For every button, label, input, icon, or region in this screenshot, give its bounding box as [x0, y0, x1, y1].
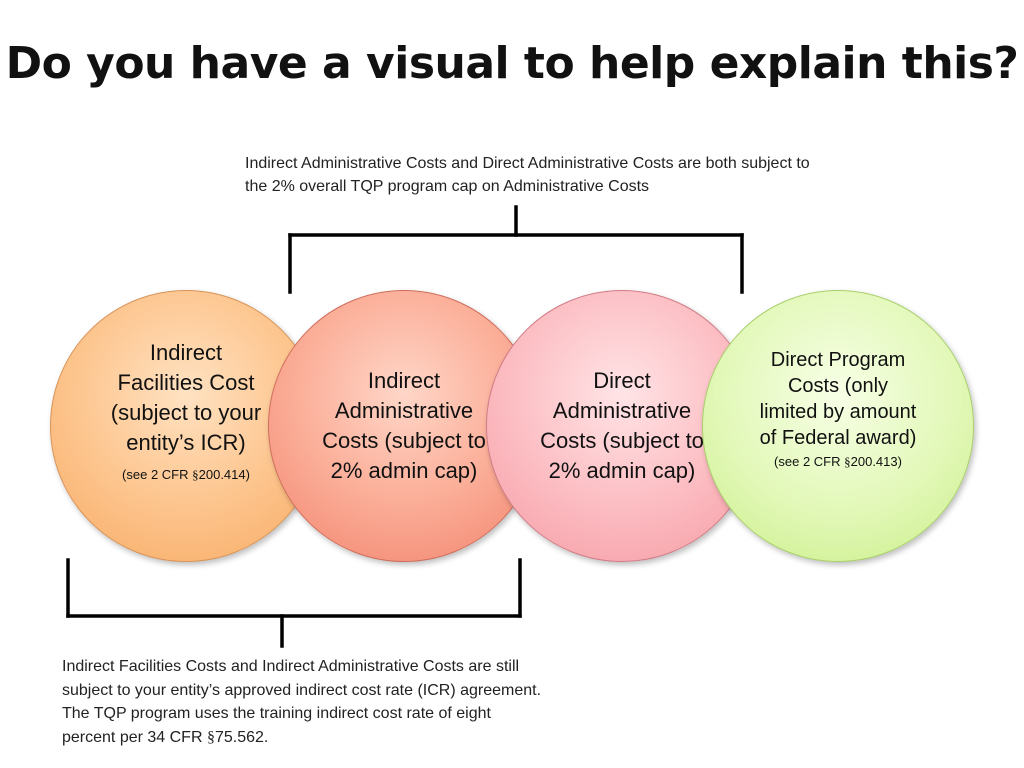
cfr-reference: (see 2 CFR §200.414) [122, 467, 250, 482]
circle-label: Direct Administrative Costs (subject to … [540, 368, 704, 483]
circle-direct-administrative-costs: Direct Administrative Costs (subject to … [486, 290, 758, 562]
circle-label: Indirect Administrative Costs (subject t… [322, 368, 486, 483]
cfr-reference: (see 2 CFR §200.413) [774, 454, 902, 469]
circle-label: Indirect Facilities Cost (subject to you… [110, 340, 262, 455]
icr-note: Indirect Facilities Costs and Indirect A… [62, 658, 542, 746]
top-bracket [288, 205, 744, 294]
page-title: Do you have a visual to help explain thi… [5, 38, 1019, 89]
admin-cap-note: Indirect Administrative Costs and Direct… [245, 155, 810, 195]
circle-direct-program-costs: Direct Program Costs (only limited by am… [702, 290, 974, 562]
circle-label: Direct Program Costs (only limited by am… [759, 349, 917, 449]
bottom-bracket [66, 558, 522, 648]
